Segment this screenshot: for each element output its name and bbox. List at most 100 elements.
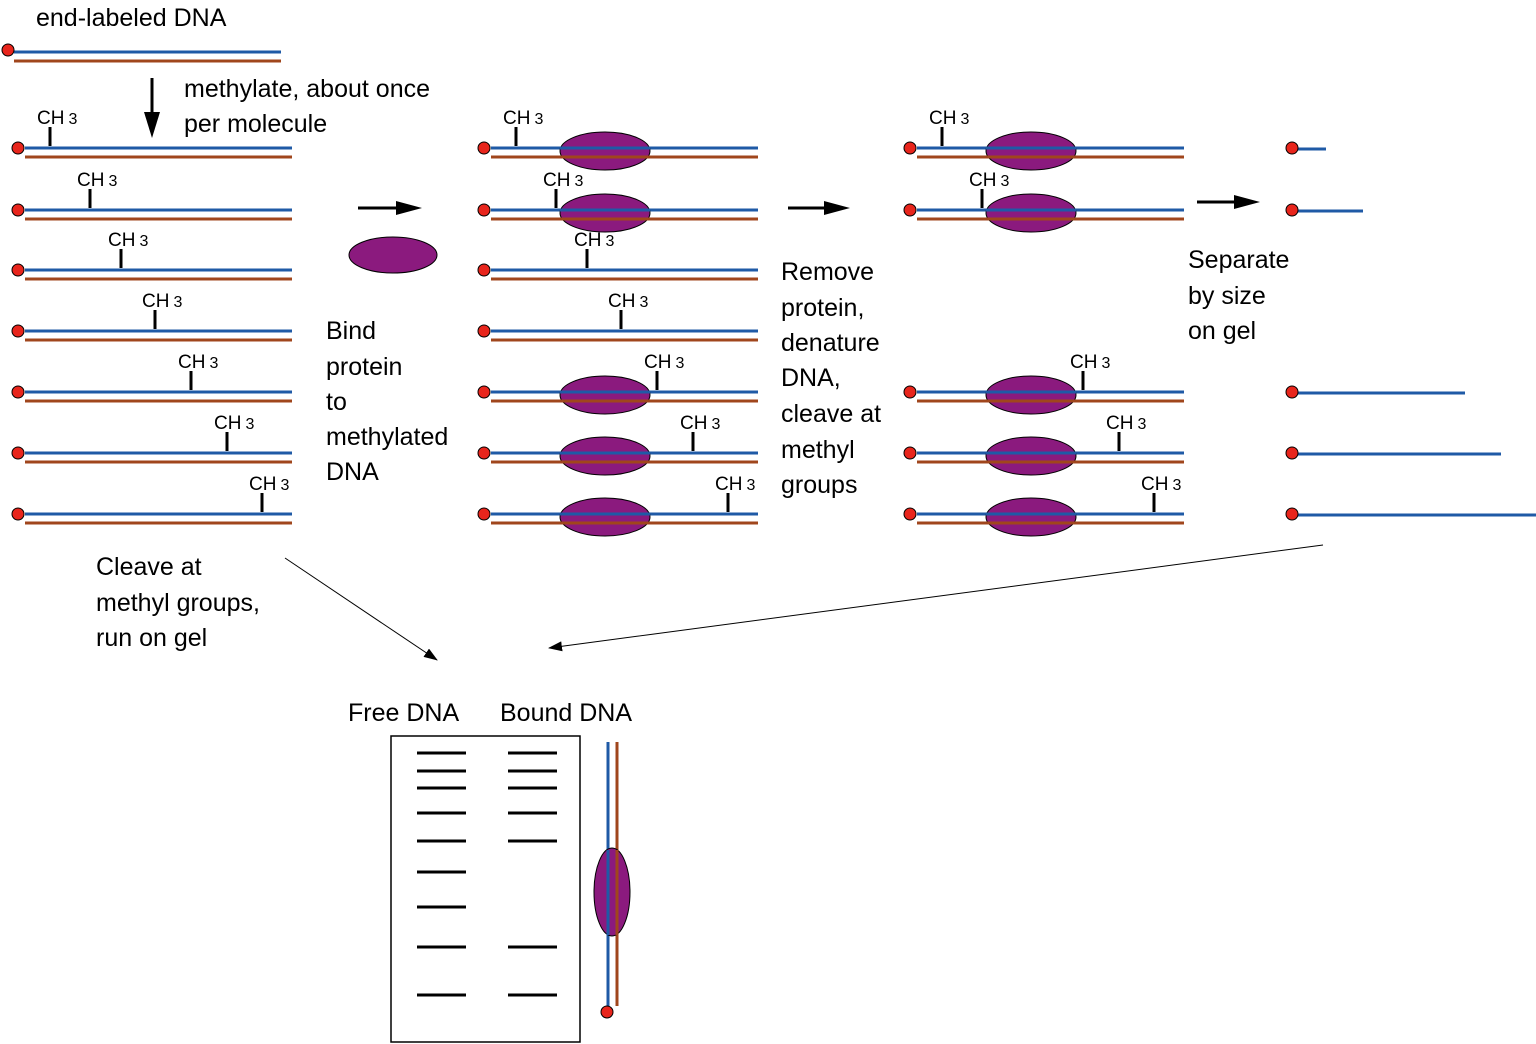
separate-step-label-3: on gel xyxy=(1188,317,1256,345)
bound-protein xyxy=(985,436,1077,476)
cleave-step-label-1: Cleave at xyxy=(96,553,202,581)
free-dna-to-gel-arrow xyxy=(284,557,438,661)
end-label-dot xyxy=(903,507,917,521)
separate-step-label-2: by size xyxy=(1188,282,1266,310)
end-label-dot xyxy=(11,507,25,521)
bound-protein xyxy=(985,497,1077,537)
end-label-dot xyxy=(477,385,491,399)
reference-dna-vertical xyxy=(593,742,631,1019)
end-labeled-dna-label: end-labeled DNA xyxy=(36,4,227,32)
end-label-dot xyxy=(1285,385,1299,399)
cleaved-fragment xyxy=(1285,141,1326,155)
remove-step-label-5: cleave at xyxy=(781,400,881,428)
remove-step-label-6: methyl xyxy=(781,436,855,464)
end-label-dot xyxy=(477,446,491,460)
bound-protein xyxy=(985,131,1077,171)
cleave-step-label-3: run on gel xyxy=(96,624,207,652)
bound-dna-lane-label: Bound DNA xyxy=(500,699,632,727)
gel-bands xyxy=(417,751,557,997)
cleaved-fragment xyxy=(1285,507,1536,521)
remove-step-label-4: DNA, xyxy=(781,364,841,392)
end-label-dot xyxy=(11,141,25,155)
end-label-dot xyxy=(11,203,25,217)
free-protein xyxy=(348,236,438,274)
methylate-step-label-2: per molecule xyxy=(184,110,327,138)
bound-protein xyxy=(559,375,651,415)
end-label-dot xyxy=(11,263,25,277)
bind-step-label-4: methylated xyxy=(326,423,448,451)
end-label-dot xyxy=(477,324,491,338)
separate-step-label-1: Separate xyxy=(1188,246,1289,274)
cleaved-fragment xyxy=(1285,446,1501,460)
methylate-arrow xyxy=(144,78,160,138)
remove-step-label-2: protein, xyxy=(781,294,864,322)
gel xyxy=(390,735,581,1043)
remove-step-label-3: denature xyxy=(781,329,880,357)
bound-protein-reference xyxy=(593,847,631,937)
remove-step-label-7: groups xyxy=(781,471,857,499)
bind-step-label-5: DNA xyxy=(326,458,379,486)
end-label-dot xyxy=(11,446,25,460)
end-label-dot xyxy=(11,324,25,338)
bound-protein xyxy=(985,193,1077,233)
separate-step-arrow xyxy=(1197,195,1260,209)
end-label-dot xyxy=(1285,507,1299,521)
cleaved-fragment xyxy=(1285,203,1363,217)
bound-protein xyxy=(985,375,1077,415)
end-label-dot xyxy=(477,263,491,277)
end-label-dot xyxy=(1285,203,1299,217)
bind-step-label-3: to xyxy=(326,388,347,416)
end-label-dot xyxy=(477,507,491,521)
cleave-step-label-2: methyl groups, xyxy=(96,589,260,617)
free-dna-lane-label: Free DNA xyxy=(348,699,459,727)
end-label-dot xyxy=(477,203,491,217)
end-labeled-dna-molecule xyxy=(1,43,281,63)
remove-step-label-1: Remove xyxy=(781,258,874,286)
methylate-step-label-1: methylate, about once xyxy=(184,75,430,103)
end-label-dot xyxy=(903,203,917,217)
bound-protein xyxy=(559,193,651,233)
cleaved-fragment xyxy=(1285,385,1465,399)
remove-step-arrow xyxy=(788,201,850,215)
bind-step-label-2: protein xyxy=(326,353,402,381)
bound-dna-to-gel-arrow xyxy=(548,544,1324,652)
cleaved-fragments-column xyxy=(1285,141,1536,521)
end-label-dot xyxy=(477,141,491,155)
end-label-dot xyxy=(903,385,917,399)
bound-protein xyxy=(559,131,651,171)
bound-protein xyxy=(559,436,651,476)
